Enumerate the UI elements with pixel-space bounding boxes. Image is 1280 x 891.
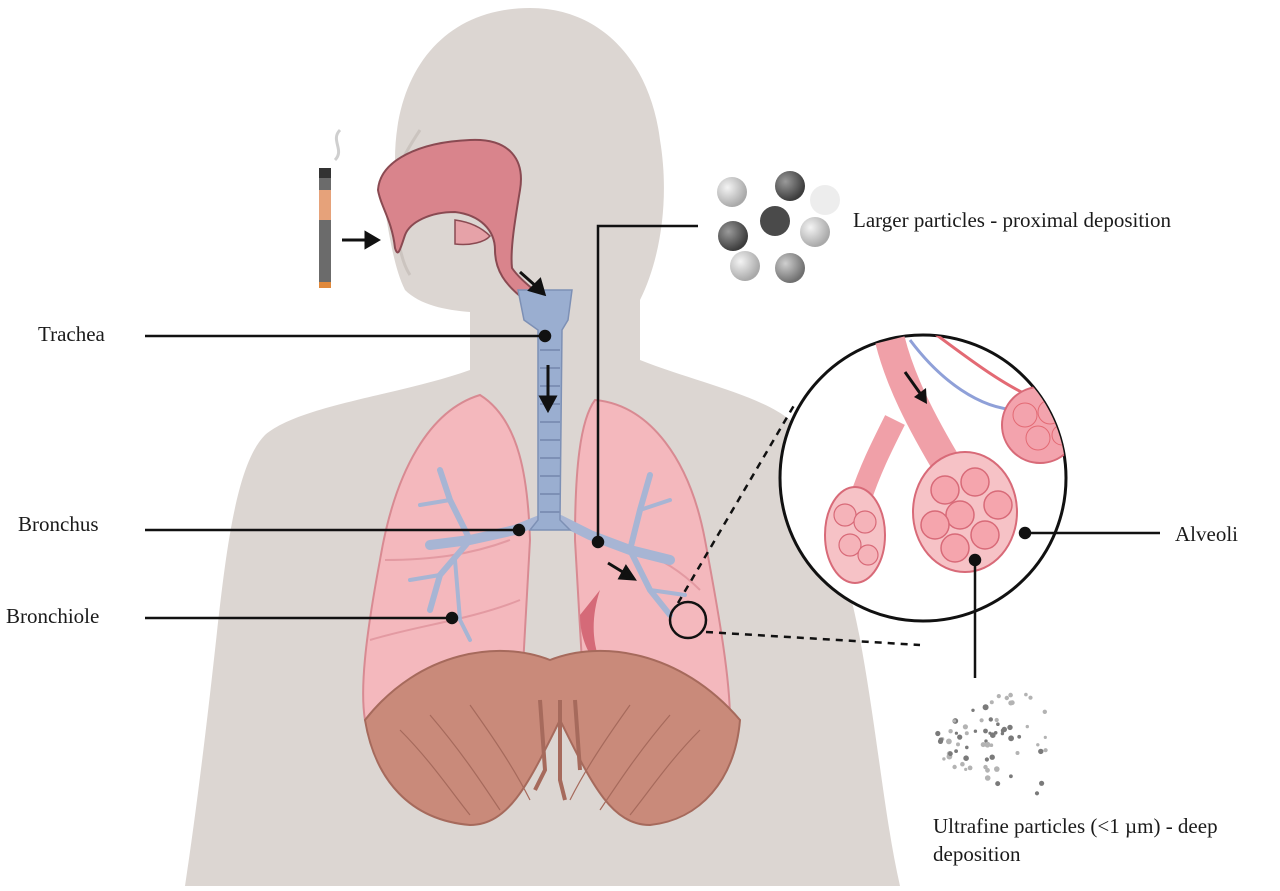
ultrafine-particle (973, 729, 978, 733)
ultrafine-particle (989, 700, 994, 705)
ultrafine-particle (954, 749, 958, 753)
ultrafine-particle (1036, 743, 1040, 747)
ultrafine-particle (967, 765, 973, 771)
ultrafine-particle (1034, 791, 1040, 796)
trachea-label: Trachea (38, 322, 105, 346)
ultrafine-particles-icon (935, 692, 1048, 796)
ultrafine-particle (938, 737, 944, 743)
ultrafine-particle (1028, 695, 1033, 700)
ultrafine-particle (988, 717, 993, 722)
ultrafine-particle (990, 732, 996, 738)
ultrafine-particle (952, 719, 957, 723)
ultrafine-particle (996, 694, 1001, 699)
ultrafine-particle (963, 755, 969, 761)
ultrafine-particle (982, 704, 989, 711)
ultrafine-particle (1043, 735, 1047, 740)
ultrafine-particle (1000, 731, 1005, 736)
ultrafine-particle (989, 743, 994, 747)
ultrafine-particle (983, 728, 988, 734)
ultrafine-particle (1008, 692, 1013, 698)
ultrafine-particle (952, 764, 957, 770)
ultrafine-particle (984, 741, 991, 748)
ultrafine-particle (994, 717, 999, 723)
ultrafine-particle (1008, 735, 1014, 742)
bronchus-label: Bronchus (18, 512, 99, 536)
ultrafine-particle (964, 767, 968, 772)
ultrafine-particle (1042, 709, 1048, 714)
alveoli-zoom-icon (778, 333, 1068, 623)
ultrafine-particle (954, 731, 959, 735)
ultrafine-particle (948, 729, 953, 734)
ultrafine-particle (956, 742, 960, 747)
ultrafine-particle (1017, 734, 1022, 739)
larger-particles-label: Larger particles - proximal deposition (853, 208, 1172, 232)
bronchial-tree (408, 467, 687, 642)
diaphragm (363, 649, 742, 827)
ultrafine-particle (994, 766, 1000, 772)
alveoli-label: Alveoli (1175, 522, 1238, 546)
ultrafine-particles-label: Ultrafine particles (<1 µm) - deep depos… (933, 814, 1218, 867)
ultrafine-particle (995, 781, 1001, 787)
trachea (517, 289, 573, 531)
ultrafine-particle (948, 751, 953, 757)
ultrafine-particle (1025, 724, 1030, 729)
ultrafine-particle (1001, 726, 1007, 733)
leader-lines (145, 224, 1160, 678)
ultrafine-particle (984, 775, 991, 781)
ultrafine-particle (935, 730, 941, 737)
ultrafine-particle (946, 738, 952, 745)
bronchiole-label: Bronchiole (6, 604, 100, 628)
ultrafine-particle (1009, 774, 1013, 779)
ultrafine-particle (1004, 695, 1009, 701)
ultrafine-particle (1007, 724, 1013, 731)
ultrafine-particle (1043, 748, 1048, 753)
e-cigarette-icon (319, 128, 342, 288)
ultrafine-particle (1024, 692, 1028, 697)
ultrafine-particle (984, 757, 990, 762)
ultrafine-particle (979, 718, 984, 723)
flow-arrows (342, 230, 637, 581)
ultrafine-particle (1015, 751, 1020, 755)
ultrafine-particle (1008, 700, 1014, 706)
ultrafine-particle (965, 745, 969, 750)
ultrafine-particle (1039, 780, 1045, 786)
ultrafine-particle (960, 761, 965, 767)
particle-cluster-icon (717, 171, 840, 283)
ultrafine-particle (980, 742, 986, 748)
ultrafine-particle (985, 767, 990, 773)
upper-airway (376, 138, 548, 301)
ultrafine-particle (964, 731, 969, 736)
ultrafine-particle (996, 722, 1000, 726)
ultrafine-particle (971, 708, 975, 712)
ultrafine-particle (942, 757, 946, 761)
ultrafine-particle (957, 734, 963, 740)
zoom-connector-lines (676, 401, 921, 647)
ultrafine-particle (989, 754, 995, 760)
ultrafine-particle (962, 724, 969, 730)
magnifier-ring (668, 600, 708, 640)
ultrafine-particle (1038, 748, 1044, 755)
